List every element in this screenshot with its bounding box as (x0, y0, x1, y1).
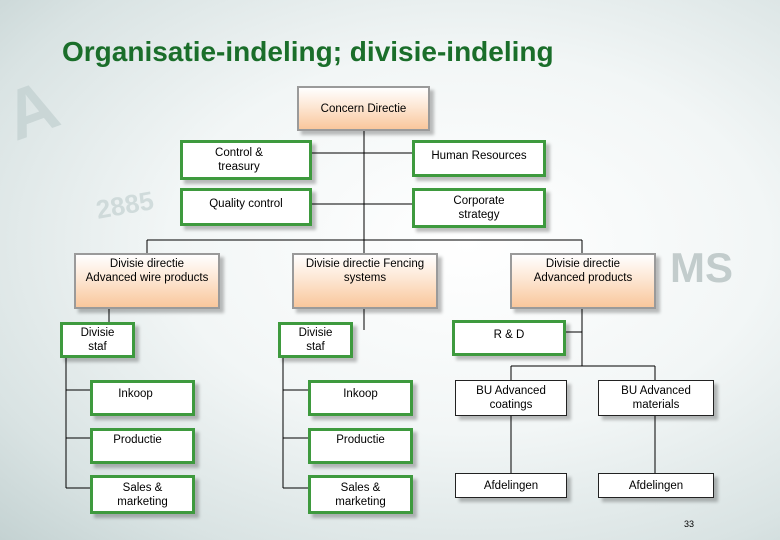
box-divisie-staf-1: Divisie staf (60, 322, 135, 358)
box-concern-directie: Concern Directie (297, 86, 430, 131)
box-bu-advanced-materials: BU Advanced materials (598, 380, 714, 416)
box-productie-2: Productie (308, 428, 413, 464)
box-quality-control: Quality control (180, 188, 312, 226)
box-corporate-strategy: Corporate strategy (412, 188, 546, 228)
box-productie-1: Productie (90, 428, 195, 464)
bg-ms-text: MS (670, 244, 733, 291)
box-inkoop-2: Inkoop (308, 380, 413, 416)
box-r-and-d: R & D (452, 320, 566, 356)
box-divisie-advanced-wire: Divisie directie Advanced wire products (74, 253, 220, 309)
box-inkoop-1: Inkoop (90, 380, 195, 416)
box-bu-advanced-coatings: BU Advanced coatings (455, 380, 567, 416)
box-divisie-fencing: Divisie directie Fencing systems (292, 253, 438, 309)
box-sales-marketing-1: Sales & marketing (90, 475, 195, 514)
box-sales-marketing-2: Sales & marketing (308, 475, 413, 514)
box-afdelingen-1: Afdelingen (455, 473, 567, 498)
box-afdelingen-2: Afdelingen (598, 473, 714, 498)
slide-title: Organisatie-indeling; divisie-indeling (62, 36, 554, 67)
box-divisie-staf-2: Divisie staf (278, 322, 353, 358)
box-control-treasury: Control & treasury (180, 140, 312, 180)
box-divisie-advanced-products: Divisie directie Advanced products (510, 253, 656, 309)
box-human-resources: Human Resources (412, 140, 546, 177)
page-number: 33 (684, 519, 695, 529)
